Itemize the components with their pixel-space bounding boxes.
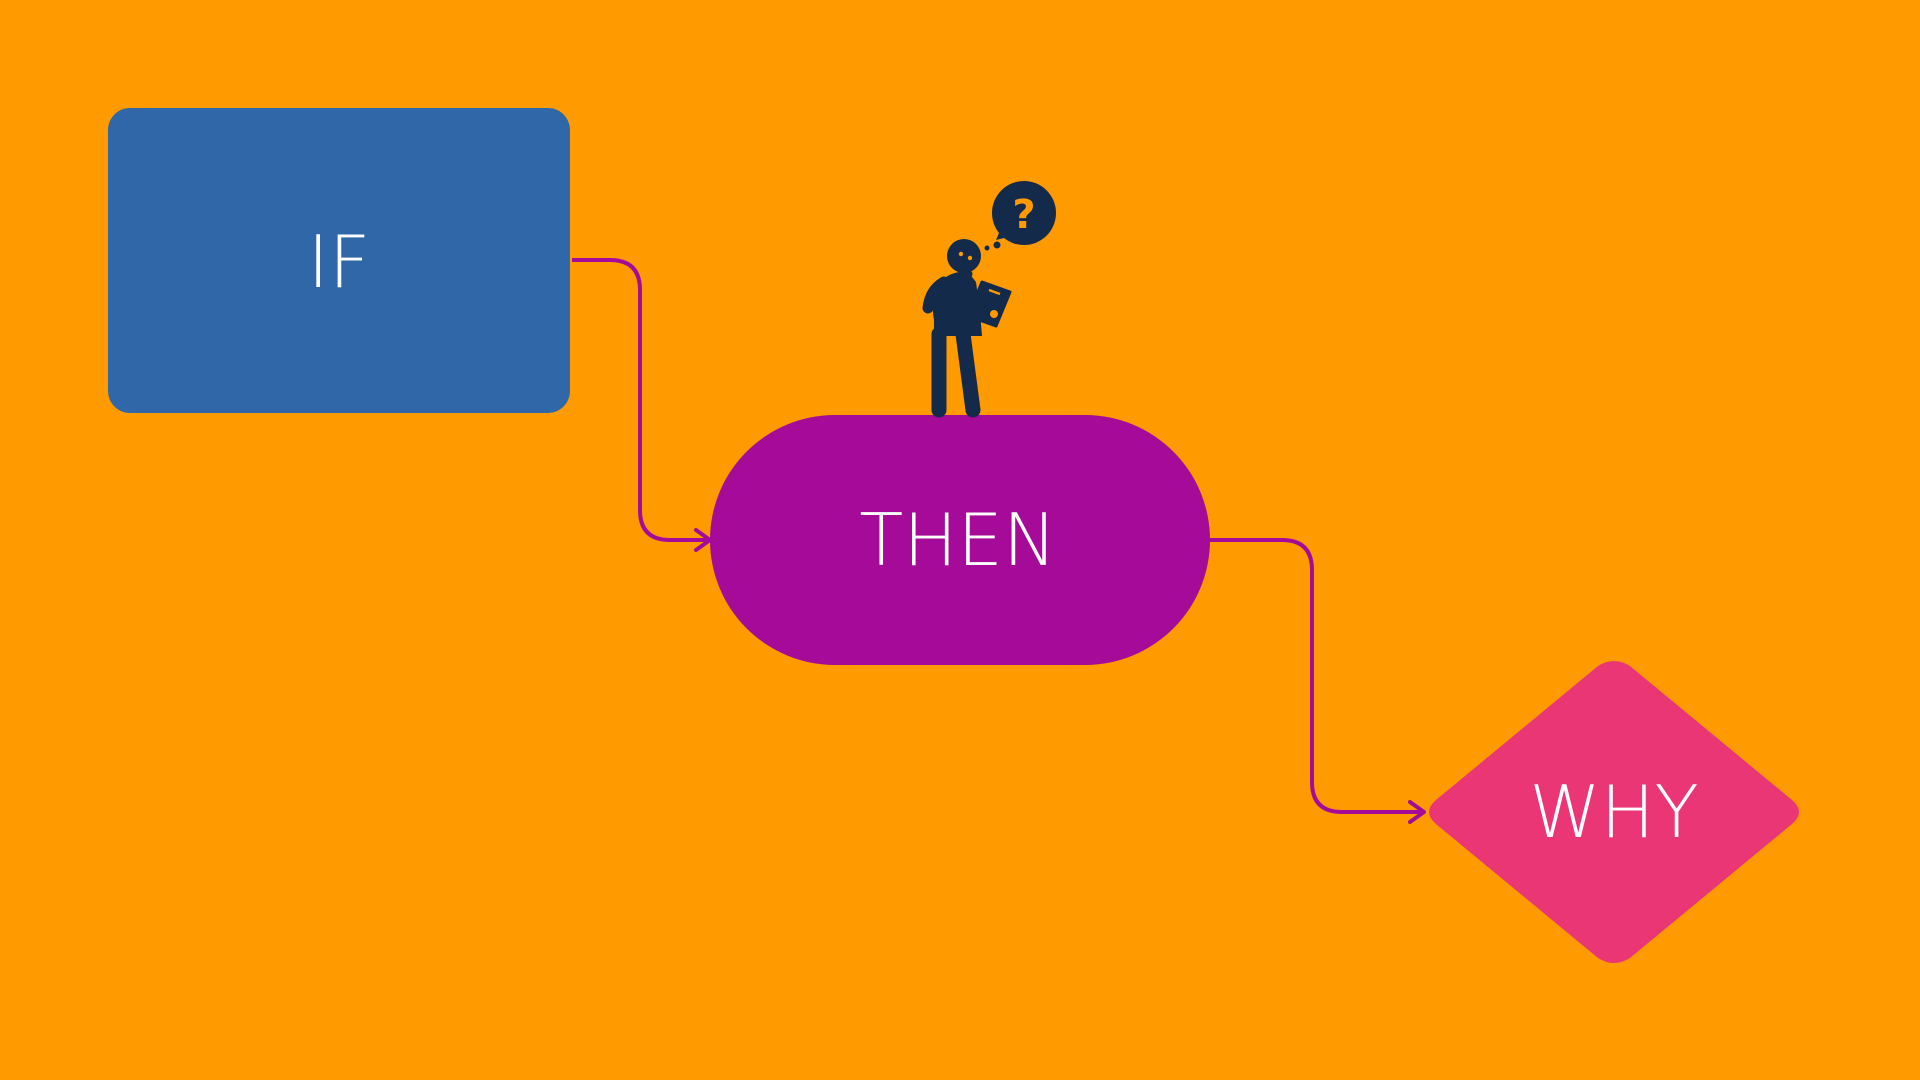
figure-arm-chin [941,269,973,301]
question-mark: ? [1012,192,1035,238]
question-mark-bubble-icon: ? [984,181,1056,251]
then-pill [710,415,1210,665]
connector-then-why [1210,538,1422,814]
figure-eye-left [958,251,964,257]
why-label: WHY [1529,770,1698,854]
thought-bubble-tail [996,226,1012,240]
figure-head [947,239,981,273]
arrowhead-why [1408,800,1426,824]
figure-eye-right [967,255,973,261]
connector-if-then [572,258,708,542]
thought-dot-medium [993,241,1001,249]
if-box [108,108,570,413]
why-diamond [1429,661,1799,963]
figure-arm-back [922,276,950,314]
thinking-person-icon [922,239,1012,418]
thought-bubble [992,181,1056,245]
then-label: THEN [859,498,1056,582]
figure-arm-front [945,295,989,311]
thought-dot-small [984,245,990,251]
figure-leg-right [955,326,981,418]
if-label: IF [308,220,371,304]
